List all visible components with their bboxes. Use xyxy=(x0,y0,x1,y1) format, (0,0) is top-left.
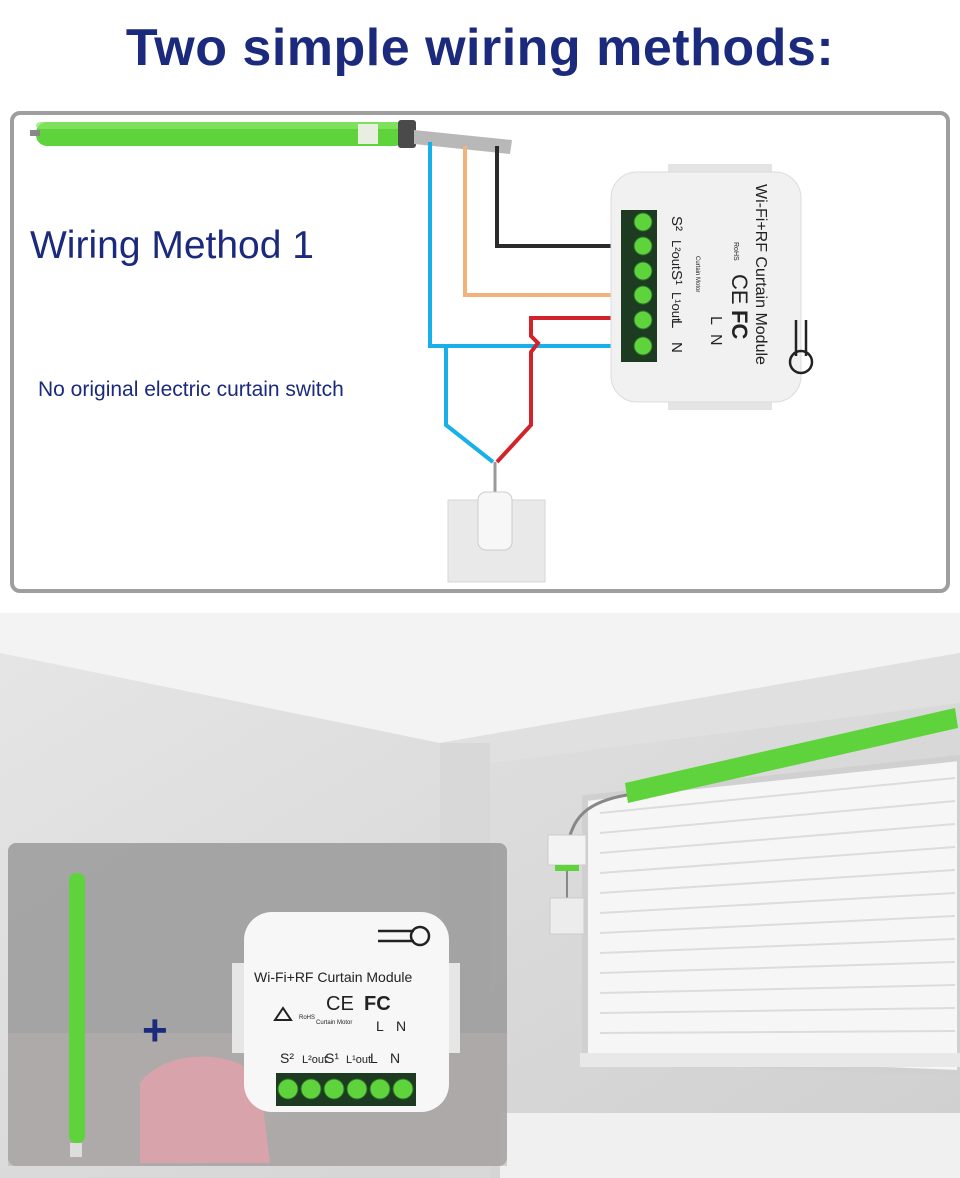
tubular-motor-vertical xyxy=(69,873,85,1157)
terminal-label: L¹out xyxy=(669,292,684,322)
product-overlay: + Wi-Fi+RF Curtain Module RoHS CE FC Cur… xyxy=(8,843,507,1166)
fcc-mark: FC xyxy=(364,993,391,1015)
supply-n: N xyxy=(707,334,724,346)
supply-l: L xyxy=(707,316,724,325)
terminal-label: L xyxy=(668,320,685,328)
tubular-motor xyxy=(30,120,416,148)
terminal-label: N xyxy=(390,1050,400,1066)
wire-blue-switch xyxy=(444,346,495,464)
terminal-label: L¹out xyxy=(346,1054,371,1066)
curtain-motor-label: Curtain Motor xyxy=(694,256,700,292)
wiring-method-heading: Wiring Method 1 xyxy=(30,224,314,267)
wire-red xyxy=(495,316,642,464)
terminal-label: N xyxy=(668,342,685,353)
rohs-mark: RoHS xyxy=(732,242,739,261)
wire-black xyxy=(495,146,642,248)
wire-blue xyxy=(428,142,642,348)
terminal-label: L xyxy=(370,1050,378,1066)
window xyxy=(580,754,960,1077)
curtain-module-front: Wi-Fi+RF Curtain Module RoHS CE FC Curta… xyxy=(232,912,460,1112)
ce-mark: CE xyxy=(326,993,354,1015)
installed-motor xyxy=(547,708,958,935)
module-name: Wi-Fi+RF Curtain Module xyxy=(752,184,769,365)
rohs-mark: RoHS xyxy=(299,1015,315,1021)
terminal-label: S¹ xyxy=(325,1050,339,1066)
supply-n: N xyxy=(396,1018,406,1034)
plus-icon: + xyxy=(142,1006,168,1055)
module-name: Wi-Fi+RF Curtain Module xyxy=(254,969,413,985)
motor-cable xyxy=(414,130,512,154)
wiring-diagram: Wi-Fi+RF Curtain Module RoHS CE FC Curta… xyxy=(30,120,814,583)
fcc-mark: FC xyxy=(727,310,752,339)
terminal-label: L²out xyxy=(669,240,684,270)
curtain-module: Wi-Fi+RF Curtain Module RoHS CE FC Curta… xyxy=(610,164,814,410)
terminal-label: S² xyxy=(668,216,685,231)
terminal-label: S¹ xyxy=(668,270,685,285)
terminal-label: L²out xyxy=(302,1054,327,1066)
wiring-method-note: No original electric curtain switch xyxy=(38,378,344,401)
wire-orange xyxy=(463,146,642,297)
supply-l: L xyxy=(376,1018,384,1034)
terminal-label: S² xyxy=(280,1050,294,1066)
curtain-motor-label: Curtain Motor xyxy=(316,1020,352,1026)
page-title: Two simple wiring methods: xyxy=(125,19,835,77)
room-photo: + Wi-Fi+RF Curtain Module RoHS CE FC Cur… xyxy=(0,613,960,1178)
ce-mark: CE xyxy=(727,274,752,305)
wall-switch xyxy=(447,491,546,583)
